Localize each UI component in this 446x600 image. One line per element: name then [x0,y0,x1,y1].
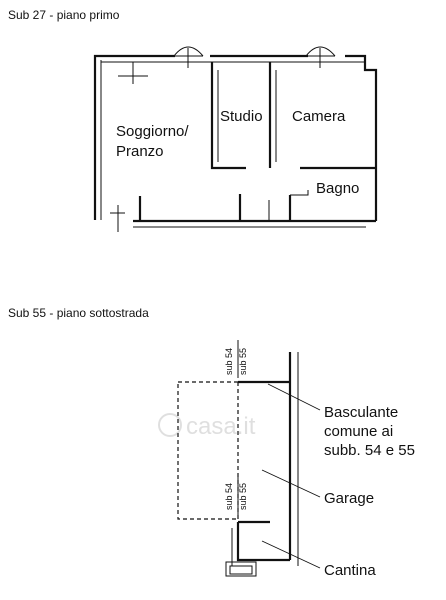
room-bagno-label: Bagno [316,180,359,197]
stair-block [225,561,257,577]
leader-garage [261,469,321,498]
basement-plan [177,352,299,577]
studio-wall [210,62,246,170]
casa-watermark: casa.it [158,413,256,440]
room-studio-label: Studio [220,108,263,125]
window-arch-left [173,46,204,57]
garage-outline-dashed [177,384,238,520]
leader-cantina [261,540,321,569]
room-soggiorno-label: Soggiorno/ [116,123,189,140]
bagno-door [290,190,309,196]
stair-inner [229,565,253,575]
window-arch-right [305,46,336,57]
callout-basculante-line2: comune ai [324,423,393,440]
heading-sub-27: Sub 27 - piano primo [8,8,120,22]
watermark-text: casa.it [186,413,256,440]
leader-basculante [267,383,321,411]
corner-mark-bottom-left [110,205,125,232]
callout-basculante-line1: Basculante [324,404,398,421]
room-camera-label: Camera [292,108,346,125]
sub55-mark-bottom: sub 55 [238,483,248,510]
sub54-mark-bottom: sub 54 [224,483,234,510]
watermark-logo-icon [158,413,182,437]
top-floor-plan [93,46,378,232]
corner-mark-top-left [118,62,148,84]
callout-basculante-line3: subb. 54 e 55 [324,442,415,459]
outer-wall-left [93,54,175,220]
outer-wall-top-right [345,54,378,221]
sub55-mark-top: sub 55 [238,348,248,375]
sub54-mark-top: sub 54 [224,348,234,375]
heading-sub-55: Sub 55 - piano sottostrada [8,306,149,320]
callout-garage: Garage [324,490,374,507]
callout-cantina: Cantina [324,562,376,579]
cantina-walls [236,522,290,562]
room-pranzo-label: Pranzo [116,143,164,160]
